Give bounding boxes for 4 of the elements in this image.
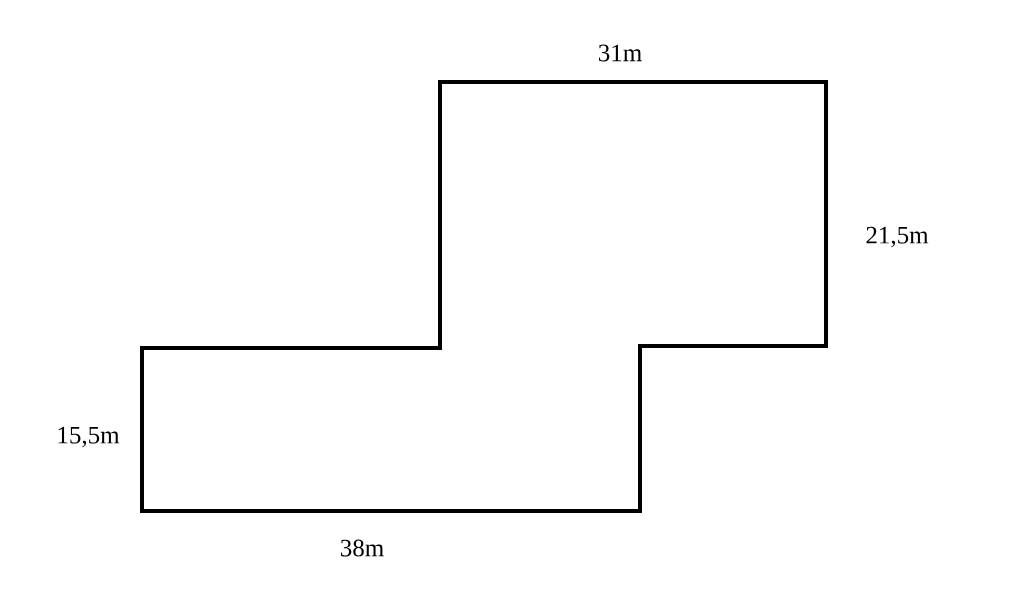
dimension-label: 15,5m bbox=[58, 426, 120, 448]
dimension-label: 31m bbox=[599, 44, 642, 62]
dimension-label: 21,5m bbox=[866, 226, 929, 248]
dimension-label: 38m bbox=[341, 539, 384, 557]
